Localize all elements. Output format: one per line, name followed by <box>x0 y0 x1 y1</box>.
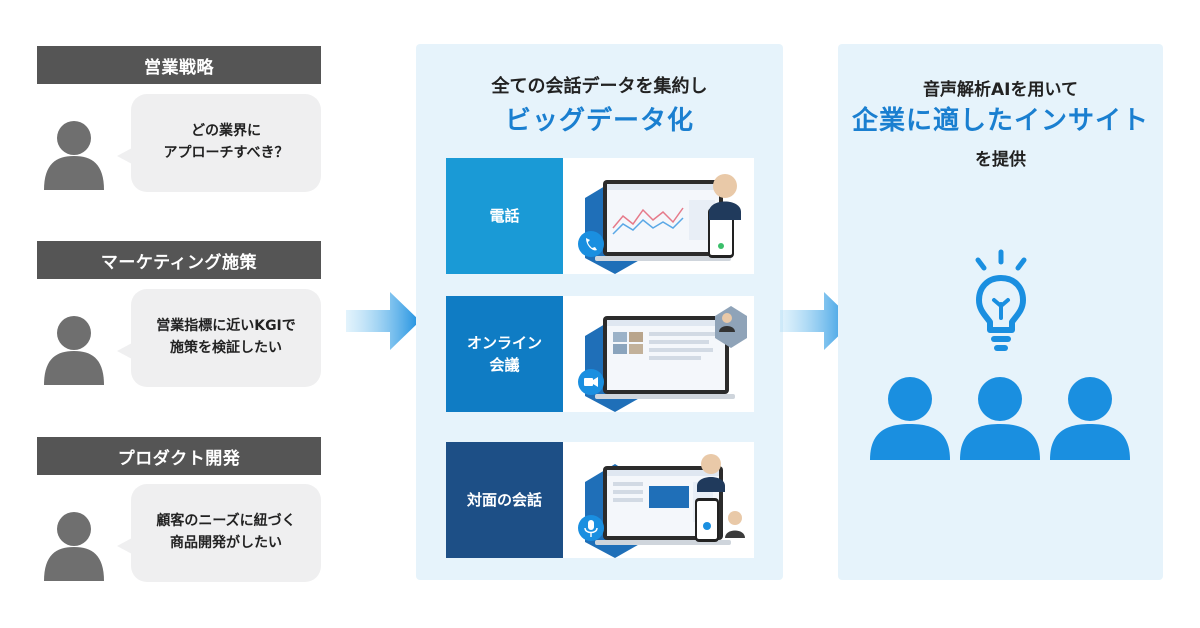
bubble-line: 営業指標に近いKGIで <box>156 318 296 335</box>
use-case-heading: 営業戦略 <box>37 46 321 84</box>
channel-label-line: 会議 <box>489 356 520 374</box>
channel-label-line: オンライン <box>466 333 542 352</box>
channel-label: 対面の会話 <box>446 442 563 558</box>
users-group-icon <box>870 377 1130 460</box>
panel-subtitle: 全ての会話データを集約し <box>491 76 708 97</box>
panel-subtitle: 音声解析AIを用いて <box>923 80 1078 100</box>
online-meeting-screenshot <box>578 306 747 412</box>
panel-subtitle: を提供 <box>975 150 1026 170</box>
phone-icon <box>586 238 597 251</box>
channel-label-line: 電話 <box>489 206 520 225</box>
channel-card-online-meeting: オンライン 会議 <box>446 296 754 412</box>
in-person-conversation-screenshot <box>578 454 745 558</box>
use-case-heading: プロダクト開発 <box>37 437 321 475</box>
speech-bubble: どの業界に アプローチすべき？ <box>117 94 321 192</box>
bubble-line: 顧客のニーズに紐づく <box>156 513 296 530</box>
channel-label: オンライン 会議 <box>446 296 563 412</box>
panel-title: 企業に適したインサイト <box>851 106 1149 136</box>
person-icon <box>44 316 104 385</box>
channel-card-phone: 電話 <box>446 158 754 274</box>
phone-call-screenshot <box>578 174 741 274</box>
speech-bubble: 営業指標に近いKGIで 施策を検証したい <box>117 289 321 387</box>
channel-label: 電話 <box>446 158 563 274</box>
person-icon <box>44 512 104 581</box>
flow-arrow-icon <box>346 292 420 350</box>
channel-label-line: 対面の会話 <box>466 490 542 509</box>
lightbulb-icon <box>975 249 1027 351</box>
microphone-icon <box>588 520 594 530</box>
use-case-heading: マーケティング施策 <box>37 241 321 279</box>
bubble-line: どの業界に <box>191 123 261 140</box>
bubble-line: 施策を検証したい <box>170 340 282 356</box>
bubble-line: 商品開発がしたい <box>170 535 282 551</box>
video-camera-icon <box>584 378 593 386</box>
panel-title: ビッグデータ化 <box>504 106 694 136</box>
channel-card-in-person: 対面の会話 <box>446 442 754 558</box>
person-icon <box>44 121 104 190</box>
flow-arrow-icon <box>780 292 854 350</box>
speech-bubble: 顧客のニーズに紐づく 商品開発がしたい <box>117 484 321 582</box>
bubble-line: アプローチすべき？ <box>163 145 289 161</box>
